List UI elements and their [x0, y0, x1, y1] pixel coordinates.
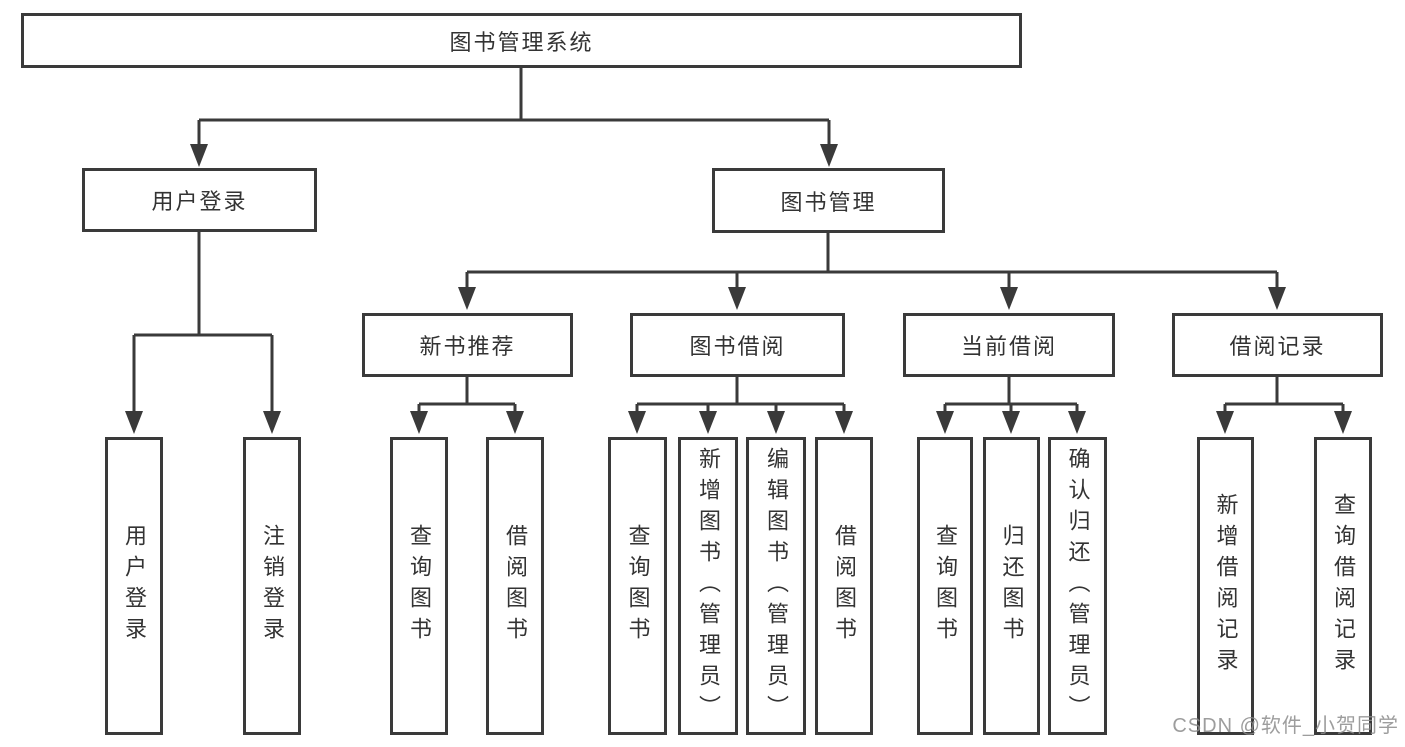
leaf-confirm-return-admin-label: 确认归还（管理员） [1065, 446, 1091, 726]
node-root: 图书管理系统 [21, 13, 1022, 68]
leaf-query-books-recommend: 查询图书 [390, 437, 448, 735]
leaf-query-books-recommend-label: 查询图书 [407, 524, 432, 648]
leaf-query-books-borrow-label: 查询图书 [625, 524, 651, 648]
node-user-login: 用户登录 [82, 168, 317, 232]
leaf-add-book-admin: 新增图书（管理员） [678, 437, 738, 735]
node-book-borrow-label: 图书借阅 [689, 334, 786, 359]
leaf-user-login: 用户登录 [105, 437, 163, 735]
leaf-return-book: 归还图书 [983, 437, 1040, 735]
node-book-management-label: 图书管理 [780, 189, 877, 215]
node-book-borrow: 图书借阅 [630, 313, 845, 377]
leaf-borrow-books-recommend-label: 借阅图书 [503, 524, 528, 648]
node-borrow-record: 借阅记录 [1172, 313, 1383, 377]
leaf-confirm-return-admin: 确认归还（管理员） [1048, 437, 1107, 735]
leaf-edit-book-admin: 编辑图书（管理员） [746, 437, 806, 735]
leaf-query-books-current-label: 查询图书 [933, 524, 958, 648]
leaf-add-borrow-record-label: 新增借阅记录 [1213, 493, 1239, 679]
leaf-logout: 注销登录 [243, 437, 301, 735]
node-current-borrow: 当前借阅 [903, 313, 1115, 377]
leaf-query-books-current: 查询图书 [917, 437, 973, 735]
node-borrow-record-label: 借阅记录 [1229, 334, 1326, 359]
leaf-borrow-books: 借阅图书 [815, 437, 873, 735]
leaf-borrow-books-label: 借阅图书 [832, 524, 857, 648]
leaf-query-borrow-record-label: 查询借阅记录 [1331, 493, 1356, 679]
csdn-watermark: CSDN @软件_小贺同学 [1172, 715, 1399, 737]
node-new-book-recommend: 新书推荐 [362, 313, 573, 377]
leaf-user-login-label: 用户登录 [122, 524, 147, 648]
leaf-query-books-borrow: 查询图书 [608, 437, 667, 735]
leaf-return-book-label: 归还图书 [999, 524, 1025, 648]
leaf-query-borrow-record: 查询借阅记录 [1314, 437, 1372, 735]
node-current-borrow-label: 当前借阅 [960, 334, 1057, 359]
leaf-borrow-books-recommend: 借阅图书 [486, 437, 544, 735]
leaf-edit-book-admin-label: 编辑图书（管理员） [764, 446, 789, 726]
leaf-add-borrow-record: 新增借阅记录 [1197, 437, 1254, 735]
leaf-logout-label: 注销登录 [260, 524, 285, 648]
arrowheads [125, 144, 1352, 434]
leaf-add-book-admin-label: 新增图书（管理员） [696, 446, 721, 726]
node-book-management: 图书管理 [712, 168, 945, 233]
node-new-book-recommend-label: 新书推荐 [419, 334, 516, 359]
node-root-label: 图书管理系统 [449, 29, 594, 55]
node-user-login-label: 用户登录 [151, 189, 248, 214]
